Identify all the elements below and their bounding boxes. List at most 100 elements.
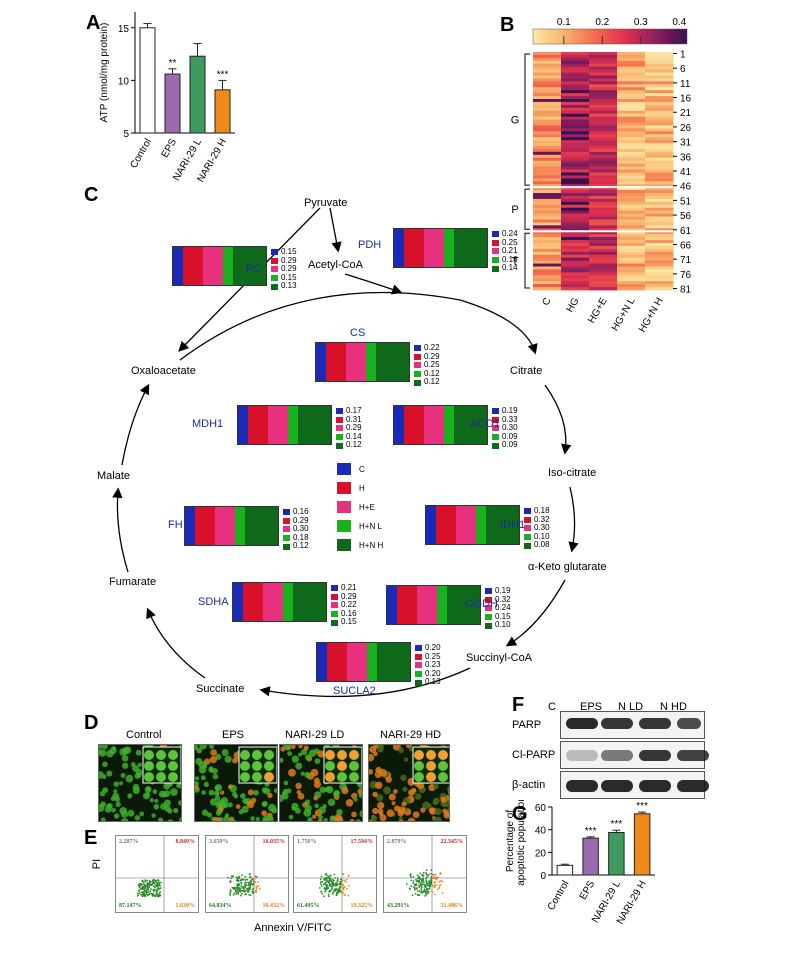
cell	[377, 801, 385, 810]
cell	[300, 771, 305, 776]
heatmap-cell	[561, 160, 590, 165]
tca-cycle-arrows	[112, 207, 579, 698]
strip-segment-h-e	[347, 643, 367, 681]
heatmap-cell	[645, 195, 674, 200]
enzyme-value-row: 0.19	[492, 406, 518, 416]
panel-label-f: F	[512, 694, 525, 716]
facs-event	[347, 894, 350, 897]
enzyme-strip	[425, 505, 520, 545]
facs-event	[141, 895, 144, 898]
facs-event	[141, 888, 144, 890]
facs-event	[335, 888, 337, 891]
atp-ytick-label: 10	[118, 76, 130, 87]
heatmap-cell	[589, 254, 618, 259]
heatmap-cell	[533, 195, 562, 200]
heatmap-cell	[645, 87, 674, 91]
cell	[232, 757, 238, 764]
enzyme-name: SDHA	[198, 596, 229, 608]
facs-event	[240, 881, 243, 884]
facs-event	[244, 879, 247, 881]
heatmap-cell	[617, 99, 646, 103]
strip-segment-h-n-l	[444, 229, 454, 267]
strip-segment-extra	[247, 247, 266, 285]
heatmap-cell	[645, 122, 674, 126]
cell	[377, 746, 384, 753]
cell	[119, 806, 127, 815]
heatmap-cell	[589, 87, 618, 91]
facs-event	[244, 881, 247, 884]
cell	[312, 814, 317, 819]
facs-event	[409, 888, 412, 891]
enzyme-value: 0.10	[534, 531, 550, 541]
value-swatch	[283, 535, 290, 542]
heatmap-cell	[589, 54, 618, 59]
facs-event	[138, 884, 141, 887]
facs-event	[246, 889, 249, 892]
heatmap-cell	[645, 54, 674, 59]
facs-event	[435, 876, 437, 879]
inset-cell	[156, 772, 166, 782]
facs-event	[427, 882, 430, 885]
heatmap-cell	[533, 163, 562, 167]
heatmap-cell	[561, 57, 590, 62]
cell	[213, 790, 220, 796]
heatmap-cell	[561, 116, 590, 120]
heatmap-cell	[617, 60, 646, 65]
enzyme-value: 0.13	[281, 281, 297, 291]
heatmap-cell	[645, 190, 674, 194]
heatmap-cell	[561, 72, 590, 76]
cell	[327, 798, 336, 807]
heatmap-cell	[617, 63, 646, 68]
facs-scatter	[116, 836, 198, 912]
heatmap-cell	[561, 184, 590, 188]
cell	[334, 813, 343, 821]
cell	[99, 771, 104, 779]
facs-event	[149, 890, 152, 893]
heatmap-cell	[589, 143, 618, 147]
heatmap-row-label: 46	[680, 182, 692, 193]
heatmap-cell	[533, 52, 562, 56]
arrow-acetylcoa-cycle	[344, 273, 403, 295]
enzyme-value-row: 0.08	[524, 541, 550, 550]
cell	[106, 770, 113, 777]
heatmap-cell	[645, 72, 674, 76]
heatmap-cell	[589, 263, 618, 267]
enzyme-value: 0.29	[341, 591, 357, 601]
heatmap-cell	[589, 125, 618, 129]
heatmap-cell	[589, 96, 618, 100]
heatmap-cell	[589, 257, 618, 262]
value-swatch	[415, 662, 422, 669]
heatmap-cell	[617, 54, 646, 59]
cell	[313, 795, 319, 801]
strip-segment-h-n-h	[293, 583, 307, 621]
facs-event	[426, 875, 429, 877]
value-swatch	[414, 345, 421, 352]
facs-event	[343, 879, 346, 882]
heatmap-cell	[533, 96, 562, 100]
atp-significance: **	[169, 58, 177, 69]
heatmap-cell	[645, 178, 674, 182]
facs-event	[329, 883, 331, 886]
heatmap-cell	[561, 104, 590, 109]
cell	[286, 788, 292, 794]
facs-event	[420, 883, 423, 886]
microscopy-cells	[369, 745, 449, 821]
facs-event	[237, 876, 240, 879]
atp-significance: ***	[217, 69, 229, 80]
enzyme-value: 0.16	[341, 608, 357, 618]
microscopy-image	[279, 744, 363, 822]
enzyme-value-row: 0.14	[492, 264, 518, 273]
enzyme-value: 0.29	[346, 423, 362, 433]
heatmap-cell	[589, 281, 618, 285]
strip-segment-extra	[312, 406, 331, 444]
heatmap-cell	[645, 213, 674, 217]
heatmap-cell	[645, 148, 674, 153]
facs-event	[425, 891, 428, 894]
heatmap-cell	[617, 166, 646, 170]
heatmap-cell	[645, 219, 674, 223]
cell	[345, 799, 354, 807]
cell	[163, 799, 171, 807]
facs-quadrant-lr: 19.325%	[350, 903, 374, 909]
heatmap-cell	[561, 101, 590, 106]
microscopy-image	[98, 744, 182, 822]
